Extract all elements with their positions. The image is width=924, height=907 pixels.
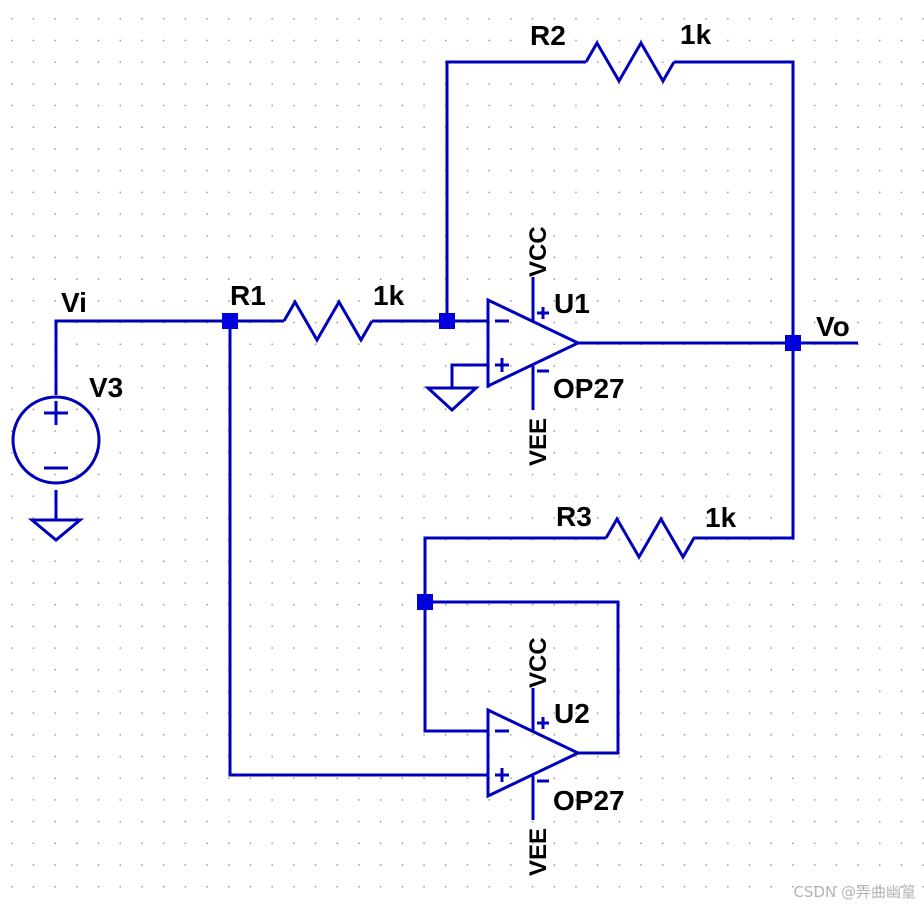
resistor-value-r1: 1k xyxy=(373,280,405,311)
wire-vi xyxy=(54,319,230,395)
resistor-r3[interactable] xyxy=(604,516,700,560)
opamp-u2[interactable] xyxy=(486,707,582,799)
opamp-label-u1: U1 xyxy=(554,288,590,319)
watermark: CSDN @弄曲幽篁 xyxy=(793,883,916,901)
net-label-vo: Vo xyxy=(816,311,850,342)
net-label-vi: Vi xyxy=(61,287,87,318)
junction-vo[interactable] xyxy=(785,335,801,351)
supply-label-u1-vee: VEE xyxy=(525,418,552,466)
opamp-model-u2: OP27 xyxy=(553,785,625,816)
resistor-value-r2: 1k xyxy=(680,19,712,50)
resistor-label-r3: R3 xyxy=(556,501,592,532)
wire-u1-plus-ground xyxy=(450,363,488,388)
voltage-source-v3[interactable] xyxy=(11,395,101,485)
junction-u2-feedback[interactable] xyxy=(417,594,433,610)
opamp-u1[interactable] xyxy=(486,297,582,389)
grid-dots xyxy=(11,18,924,888)
ground-icon-u1 xyxy=(424,386,480,413)
junction-r1-node[interactable] xyxy=(222,313,238,329)
wire-r2-right xyxy=(674,60,795,540)
supply-label-u2-vcc: VCC xyxy=(525,637,552,688)
junction-u1-inverting[interactable] xyxy=(439,313,455,329)
wire-r3-left xyxy=(423,536,606,602)
wire-r2-left xyxy=(445,60,586,321)
resistor-value-r3: 1k xyxy=(705,502,737,533)
wire-u2-minus xyxy=(423,602,488,733)
supply-label-u1-vcc: VCC xyxy=(525,226,552,277)
resistor-r1[interactable] xyxy=(282,299,374,343)
wire-u2-plus xyxy=(228,321,488,777)
supply-label-u2-vee: VEE xyxy=(525,828,552,876)
resistor-label-r1: R1 xyxy=(230,280,266,311)
wire-u2-feedback xyxy=(425,600,620,755)
ground-icon-v3 xyxy=(27,518,85,542)
resistor-r2[interactable] xyxy=(584,40,676,84)
source-label-v3: V3 xyxy=(89,372,123,403)
opamp-label-u2: U2 xyxy=(554,698,590,729)
opamp-model-u1: OP27 xyxy=(553,373,625,404)
resistor-label-r2: R2 xyxy=(530,20,566,51)
wires xyxy=(54,60,858,820)
